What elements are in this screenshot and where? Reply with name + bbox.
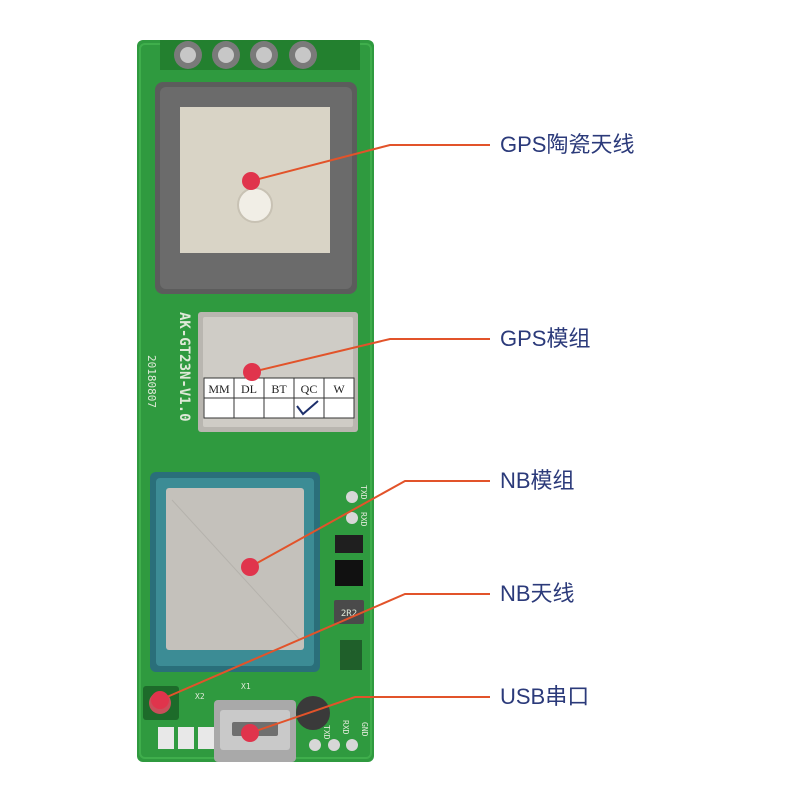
callout-line-gps-antenna: [250, 144, 490, 182]
gps-module-shield: MM DL BT QC W: [198, 312, 358, 432]
label-nb-antenna: NB天线: [500, 581, 575, 606]
pin-label-x1: X1: [241, 682, 251, 691]
pin-label-txd-bottom: TXD: [322, 725, 331, 740]
callout-lines: [159, 144, 490, 734]
marker-usb-serial: [241, 724, 259, 742]
pin-label-rxd-top: RXD: [359, 512, 368, 527]
markers: [151, 172, 261, 742]
label-usb-serial: USB串口: [500, 684, 590, 709]
buzzer: [296, 696, 330, 730]
callout-line-nb-module: [249, 480, 490, 568]
callout-line-nb-antenna: [159, 593, 490, 701]
qc-header-w: W: [333, 382, 345, 396]
callout-line-gps-module: [251, 338, 490, 373]
qc-header-mm: MM: [208, 382, 230, 396]
inductor-label: 2R2: [341, 609, 357, 619]
check-mark-icon: [296, 400, 319, 416]
bottom-pads: TXD RXD GND: [309, 720, 369, 751]
nb-module: [150, 472, 320, 672]
pin-label-rxd-bottom: RXD: [341, 720, 350, 735]
qc-header-qc: QC: [301, 382, 318, 396]
silkscreen-date: 20180807: [145, 355, 158, 408]
marker-nb-module: [241, 558, 259, 576]
label-gps-module: GPS模组: [500, 326, 591, 351]
label-nb-module: NB模组: [500, 468, 575, 493]
pin-label-gnd-bottom: GND: [360, 722, 369, 737]
qc-header-dl: DL: [241, 382, 257, 396]
pin-label-x2: X2: [195, 692, 205, 701]
header-pins: [160, 40, 360, 70]
status-leds: [158, 727, 214, 749]
qc-label: MM DL BT QC W: [203, 377, 355, 419]
silkscreen-model: AK-GT23N-V1.0: [176, 312, 192, 422]
qc-header-bt: BT: [271, 382, 287, 396]
marker-nb-antenna: [151, 691, 169, 709]
marker-gps-antenna: [242, 172, 260, 190]
callout-line-usb-serial: [249, 696, 490, 734]
side-components: 2R2 TXD RXD: [334, 485, 368, 670]
marker-gps-module: [243, 363, 261, 381]
label-gps-ceramic-antenna: GPS陶瓷天线: [500, 132, 635, 157]
pin-label-txd-top: TXD: [359, 485, 368, 500]
